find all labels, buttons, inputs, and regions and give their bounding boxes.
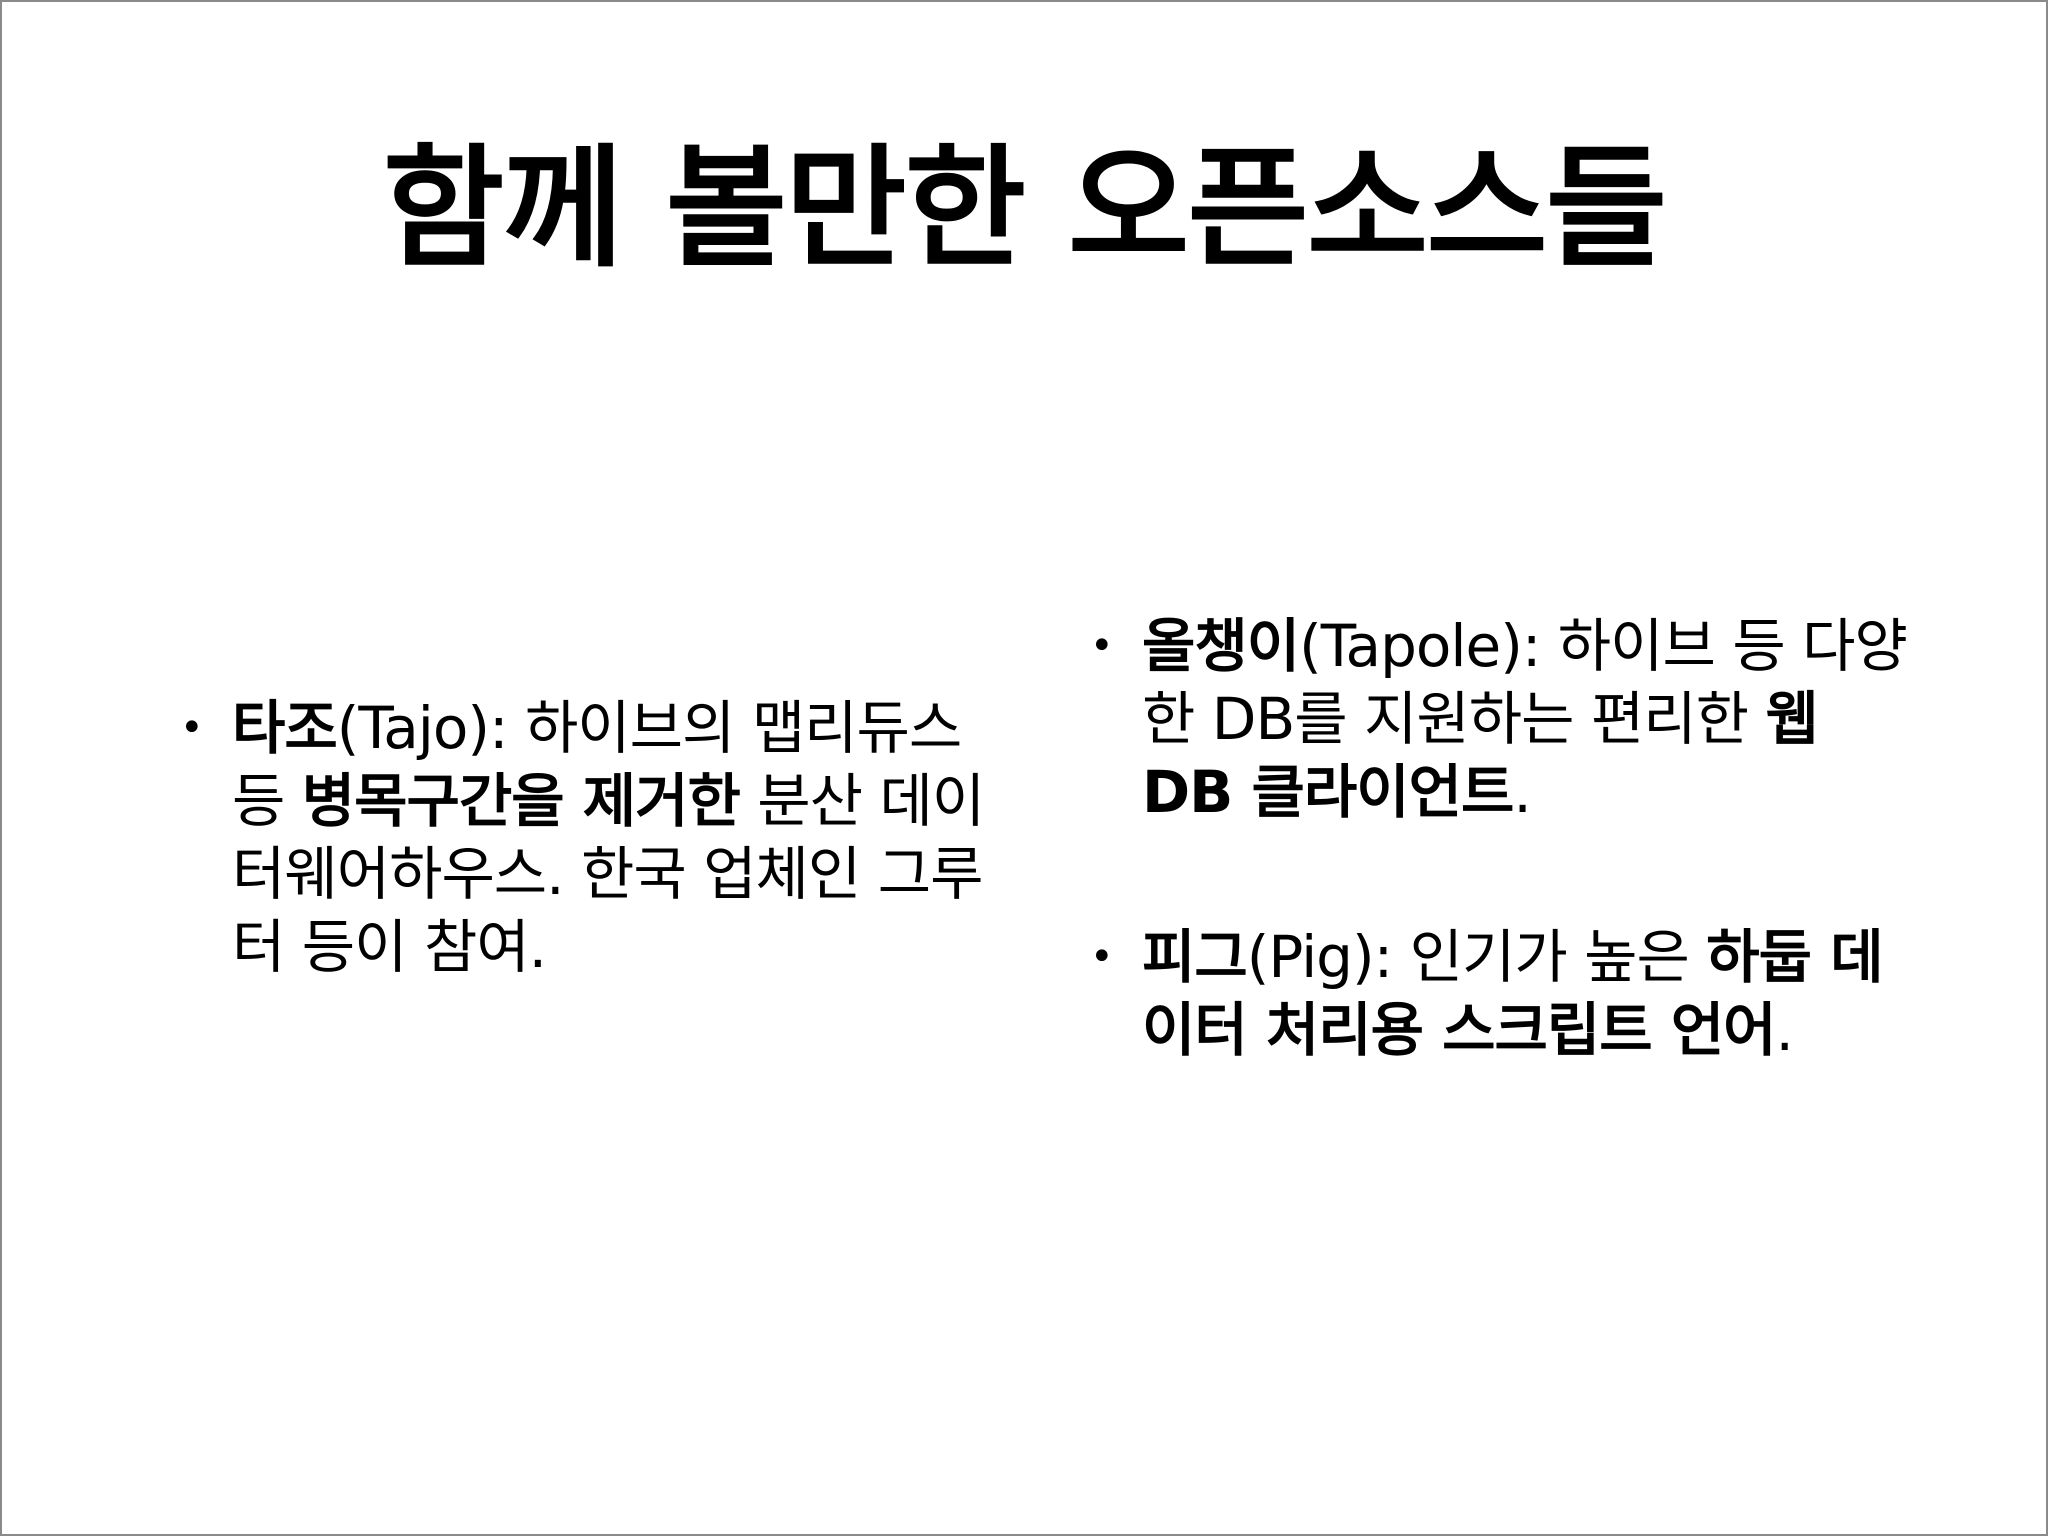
right-bullet-list: • 올챙이(Tapole): 하이브 등 다양한 DB를 지원하는 편리한 웹 … <box>1090 610 1922 1067</box>
bullet-dot-icon: • <box>1090 623 1114 669</box>
item-text: 분산 데이터웨어하우스. 한국 업체인 그루터 등이 참여. <box>232 767 985 981</box>
slide-title: 함께 볼만한 오픈소스들 <box>382 132 1667 286</box>
bullet-item-pig: • 피그(Pig): 인기가 높은 하둡 데이터 처리용 스크립트 언어. <box>1090 921 1922 1067</box>
item-highlight: 하둡 데이터 처리용 스크립트 언어 <box>1142 923 1884 1064</box>
item-text: . <box>1513 758 1531 826</box>
item-text: (Pig): 인기가 높은 <box>1246 923 1707 991</box>
item-name-tapole: 올챙이 <box>1142 612 1300 680</box>
bullet-dot-icon: • <box>180 705 204 751</box>
item-name-pig: 피그 <box>1142 923 1248 991</box>
item-highlight: 웹 DB 클라이언트 <box>1142 685 1819 826</box>
item-text: . <box>1775 996 1794 1064</box>
item-name-tajo: 타조 <box>232 694 338 762</box>
item-highlight: 병목구간을 제거한 <box>301 767 741 835</box>
bullet-item-tapole: • 올챙이(Tapole): 하이브 등 다양한 DB를 지원하는 편리한 웹 … <box>1090 610 1922 829</box>
bullet-dot-icon: • <box>1090 934 1114 980</box>
item-text: (Tajo): 하이브의 맵리듀스 등 <box>232 694 962 835</box>
left-bullet-list: • 타조(Tajo): 하이브의 맵리듀스 등 병목구간을 제거한 분산 데이터… <box>180 692 1002 984</box>
item-text: (Tapole): 하이브 등 다양한 DB를 지원하는 편리한 <box>1142 612 1908 753</box>
bullet-item-tajo: • 타조(Tajo): 하이브의 맵리듀스 등 병목구간을 제거한 분산 데이터… <box>180 692 1002 984</box>
